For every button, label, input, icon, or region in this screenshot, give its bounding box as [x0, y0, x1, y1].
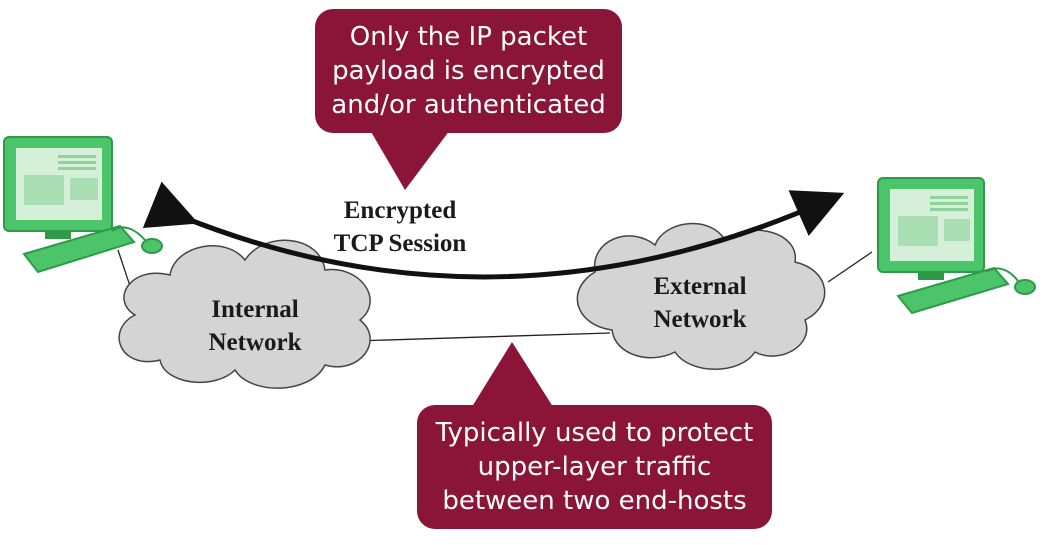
external-network-line: External — [653, 273, 747, 300]
bottom-callout-text: Typically used to protect upper-layer tr… — [417, 416, 772, 518]
session-label-line: TCP Session — [333, 230, 467, 257]
inter-network-link — [354, 332, 611, 342]
internal-network-cloud — [118, 239, 371, 389]
bottom-callout-line: upper-layer traffic — [477, 452, 712, 482]
encrypted-session-arrow — [142, 181, 845, 280]
internal-network-label: Internal Network — [170, 293, 340, 359]
right-host-link — [827, 251, 873, 283]
internal-network-line: Internal — [211, 296, 299, 323]
bottom-callout-line: Typically used to protect — [435, 418, 754, 448]
external-network-label: External Network — [615, 270, 785, 336]
right-computer-icon — [877, 177, 1036, 315]
top-callout-line: Only the IP packet — [349, 22, 588, 52]
top-callout-line: and/or authenticated — [331, 90, 606, 120]
left-computer-icon — [3, 136, 163, 274]
internal-network-line: Network — [208, 329, 302, 356]
top-callout — [315, 9, 622, 190]
top-callout-line: payload is encrypted — [332, 56, 605, 86]
session-label-line: Encrypted — [343, 197, 457, 224]
external-network-line: Network — [653, 306, 747, 333]
bottom-callout — [417, 342, 772, 529]
bottom-callout-line: between two end-hosts — [442, 486, 747, 516]
top-callout-text: Only the IP packet payload is encrypted … — [315, 20, 622, 122]
session-label: Encrypted TCP Session — [300, 194, 500, 260]
